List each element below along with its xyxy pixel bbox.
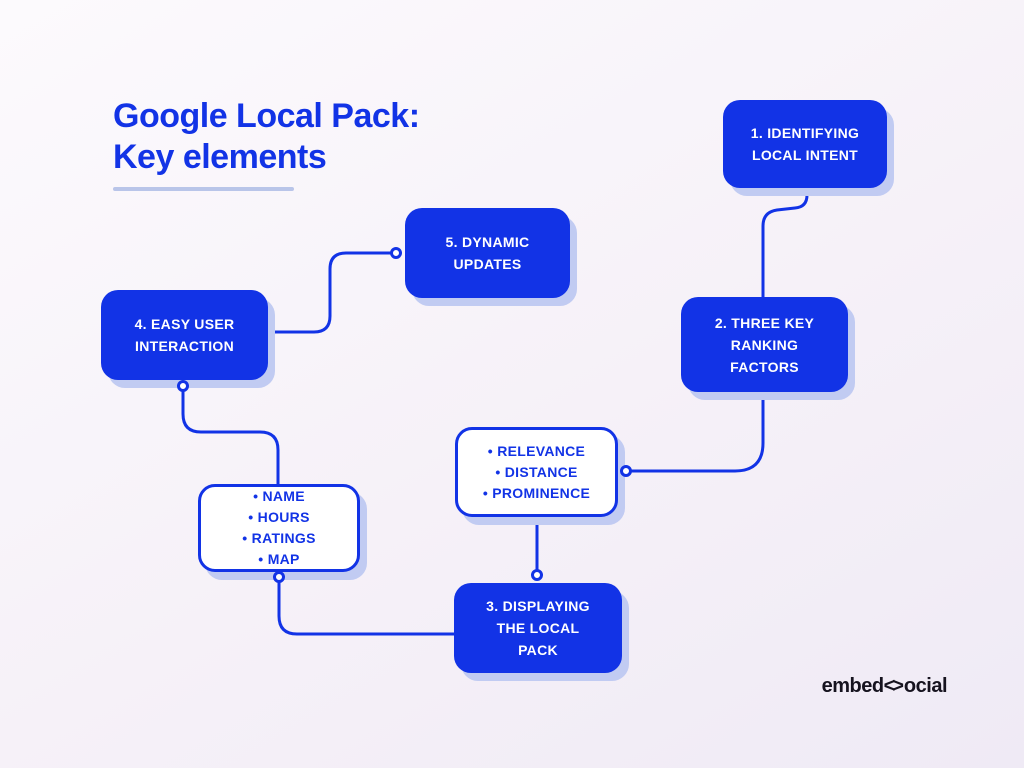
logo-s-glyph-icon: <> [883,675,904,697]
connector-elements-displaying [277,575,456,636]
connector-dot [531,569,543,581]
node-label-line: 1. IDENTIFYING [750,125,860,141]
node-easy-user-interaction: 4. EASY USER INTERACTION [101,290,268,380]
list-item: • MAP [258,551,300,567]
node-label-line: RANKING [730,336,799,353]
node-identifying-local-intent: 1. IDENTIFYING LOCAL INTENT [723,100,887,188]
node-three-key-ranking-factors: 2. THREE KEY RANKING FACTORS [681,297,848,392]
page-title: Google Local Pack: Key elements [113,96,420,178]
node-dynamic-updates: 5. DYNAMIC UPDATES [405,208,570,298]
logo-prefix: embed [821,675,884,697]
node-label-line: 5. DYNAMIC [445,234,530,250]
list-item: • DISTANCE [495,463,578,480]
title-underline [113,187,294,191]
embedsocial-logo: embed<>ocial [821,675,948,698]
node-label-line: FACTORS [730,358,799,375]
page-title-line2: Key elements [113,138,327,176]
node-label-line: 3. DISPLAYING [486,598,590,614]
node-label-line: INTERACTION [135,338,234,354]
list-item: • PROMINENCE [482,484,591,501]
node-label-line: LOCAL INTENT [751,147,858,163]
node-label-line: 4. EASY USER [134,316,235,332]
list-item: • HOURS [248,509,310,525]
connector-dot [177,380,189,392]
logo-suffix: ocial [903,675,948,697]
node-ranking-factors-list: • RELEVANCE • DISTANCE • PROMINENCE [455,427,618,517]
connector-interaction-elements [181,384,280,486]
connector-dot [390,247,402,259]
connector-dot [620,465,632,477]
page-title-line1: Google Local Pack: [113,97,420,135]
list-item: • RATINGS [242,530,316,546]
node-label-line: UPDATES [453,256,522,272]
connector-interaction-updates [266,251,398,334]
list-item: • NAME [253,488,305,504]
node-displaying-local-pack: 3. DISPLAYING THE LOCAL PACK [454,583,622,673]
list-item: • RELEVANCE [487,442,586,459]
node-label-line: 2. THREE KEY [714,314,815,331]
connector-dot [273,571,285,583]
node-label-line: THE LOCAL [496,620,580,636]
node-pack-elements-list: • NAME • HOURS • RATINGS • MAP [198,484,360,572]
node-label-line: PACK [518,642,558,658]
